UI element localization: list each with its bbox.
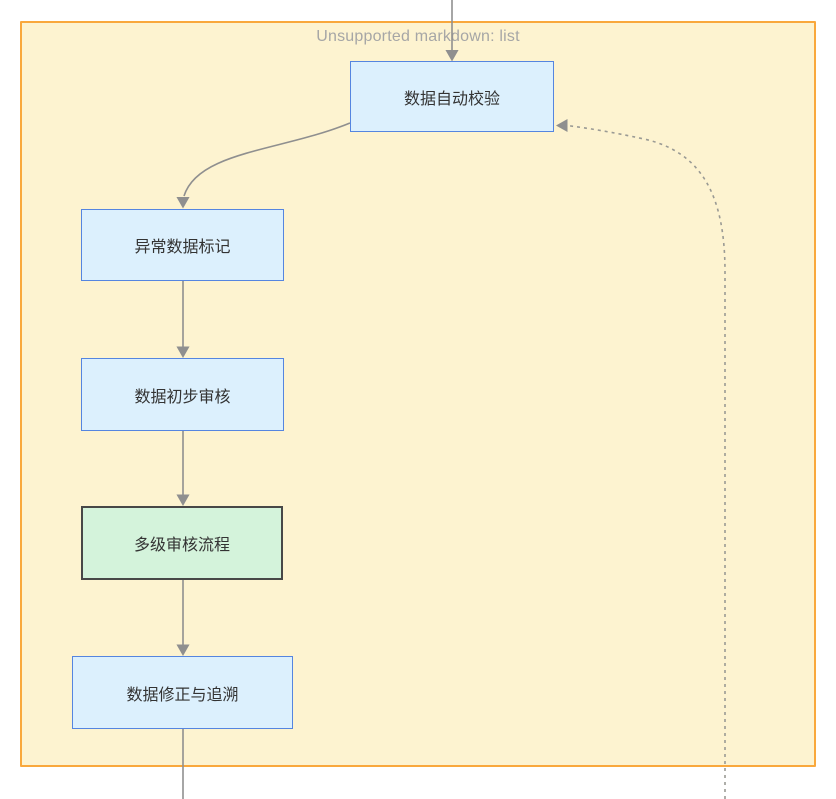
flow-node-multilevel-review: 多级审核流程 bbox=[81, 506, 283, 580]
flow-node-preliminary-review: 数据初步审核 bbox=[81, 358, 284, 431]
subgraph-warning-label: Unsupported markdown: list bbox=[316, 28, 520, 45]
flow-node-correction-traceability: 数据修正与追溯 bbox=[72, 656, 293, 729]
flow-node-anomaly-marking: 异常数据标记 bbox=[81, 209, 284, 281]
flow-node-auto-validation: 数据自动校验 bbox=[350, 61, 554, 132]
